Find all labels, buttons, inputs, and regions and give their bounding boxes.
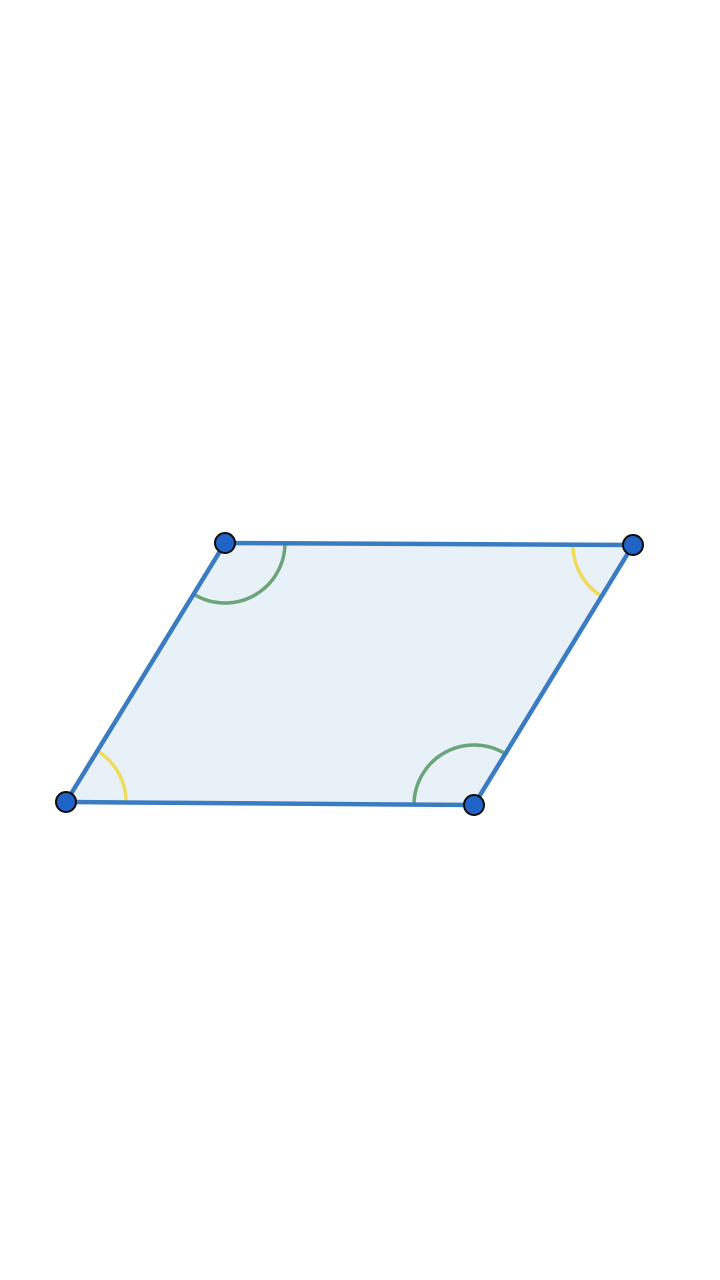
vertex-top-right[interactable] xyxy=(622,534,644,556)
angle-arc-top-right xyxy=(571,542,604,598)
edge-bottom xyxy=(63,799,477,808)
vertex-top-left[interactable] xyxy=(214,532,236,554)
parallelogram xyxy=(66,543,633,805)
angle-arc-top-left xyxy=(191,541,287,605)
angle-arc-bottom-left xyxy=(95,749,128,805)
edge-top xyxy=(222,540,636,548)
edge-left xyxy=(63,540,228,805)
edge-right xyxy=(471,542,636,808)
vertex-bottom-left[interactable] xyxy=(55,791,77,813)
angle-arc-bottom-right xyxy=(412,743,508,807)
vertex-bottom-right[interactable] xyxy=(463,794,485,816)
